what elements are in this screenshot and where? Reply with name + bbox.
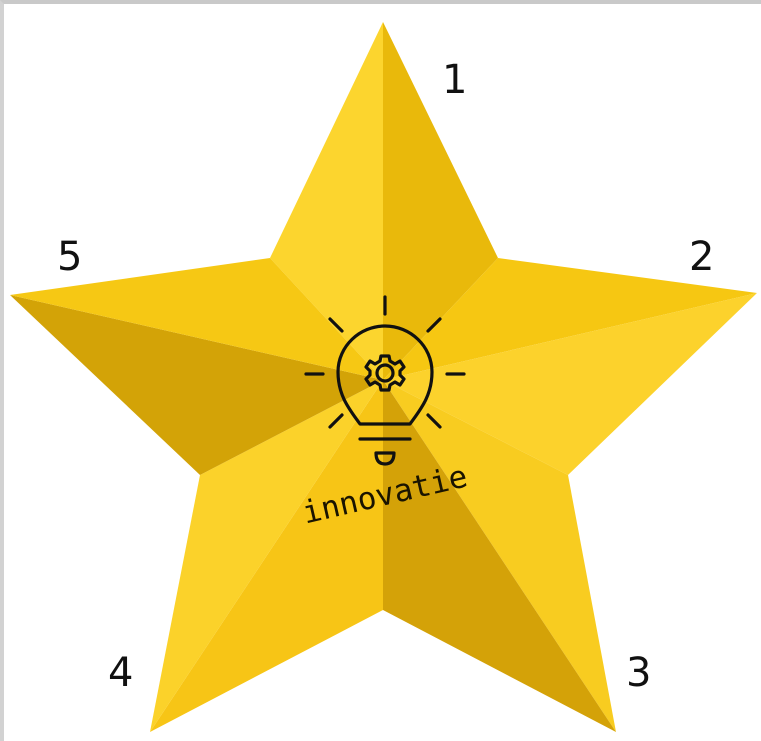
point-label-4: 4: [108, 650, 133, 696]
point-label-1: 1: [442, 57, 467, 103]
point-label-5: 5: [57, 234, 82, 280]
point-label-2: 2: [689, 234, 714, 280]
star-shape: [10, 22, 757, 732]
point-label-3: 3: [626, 650, 651, 696]
